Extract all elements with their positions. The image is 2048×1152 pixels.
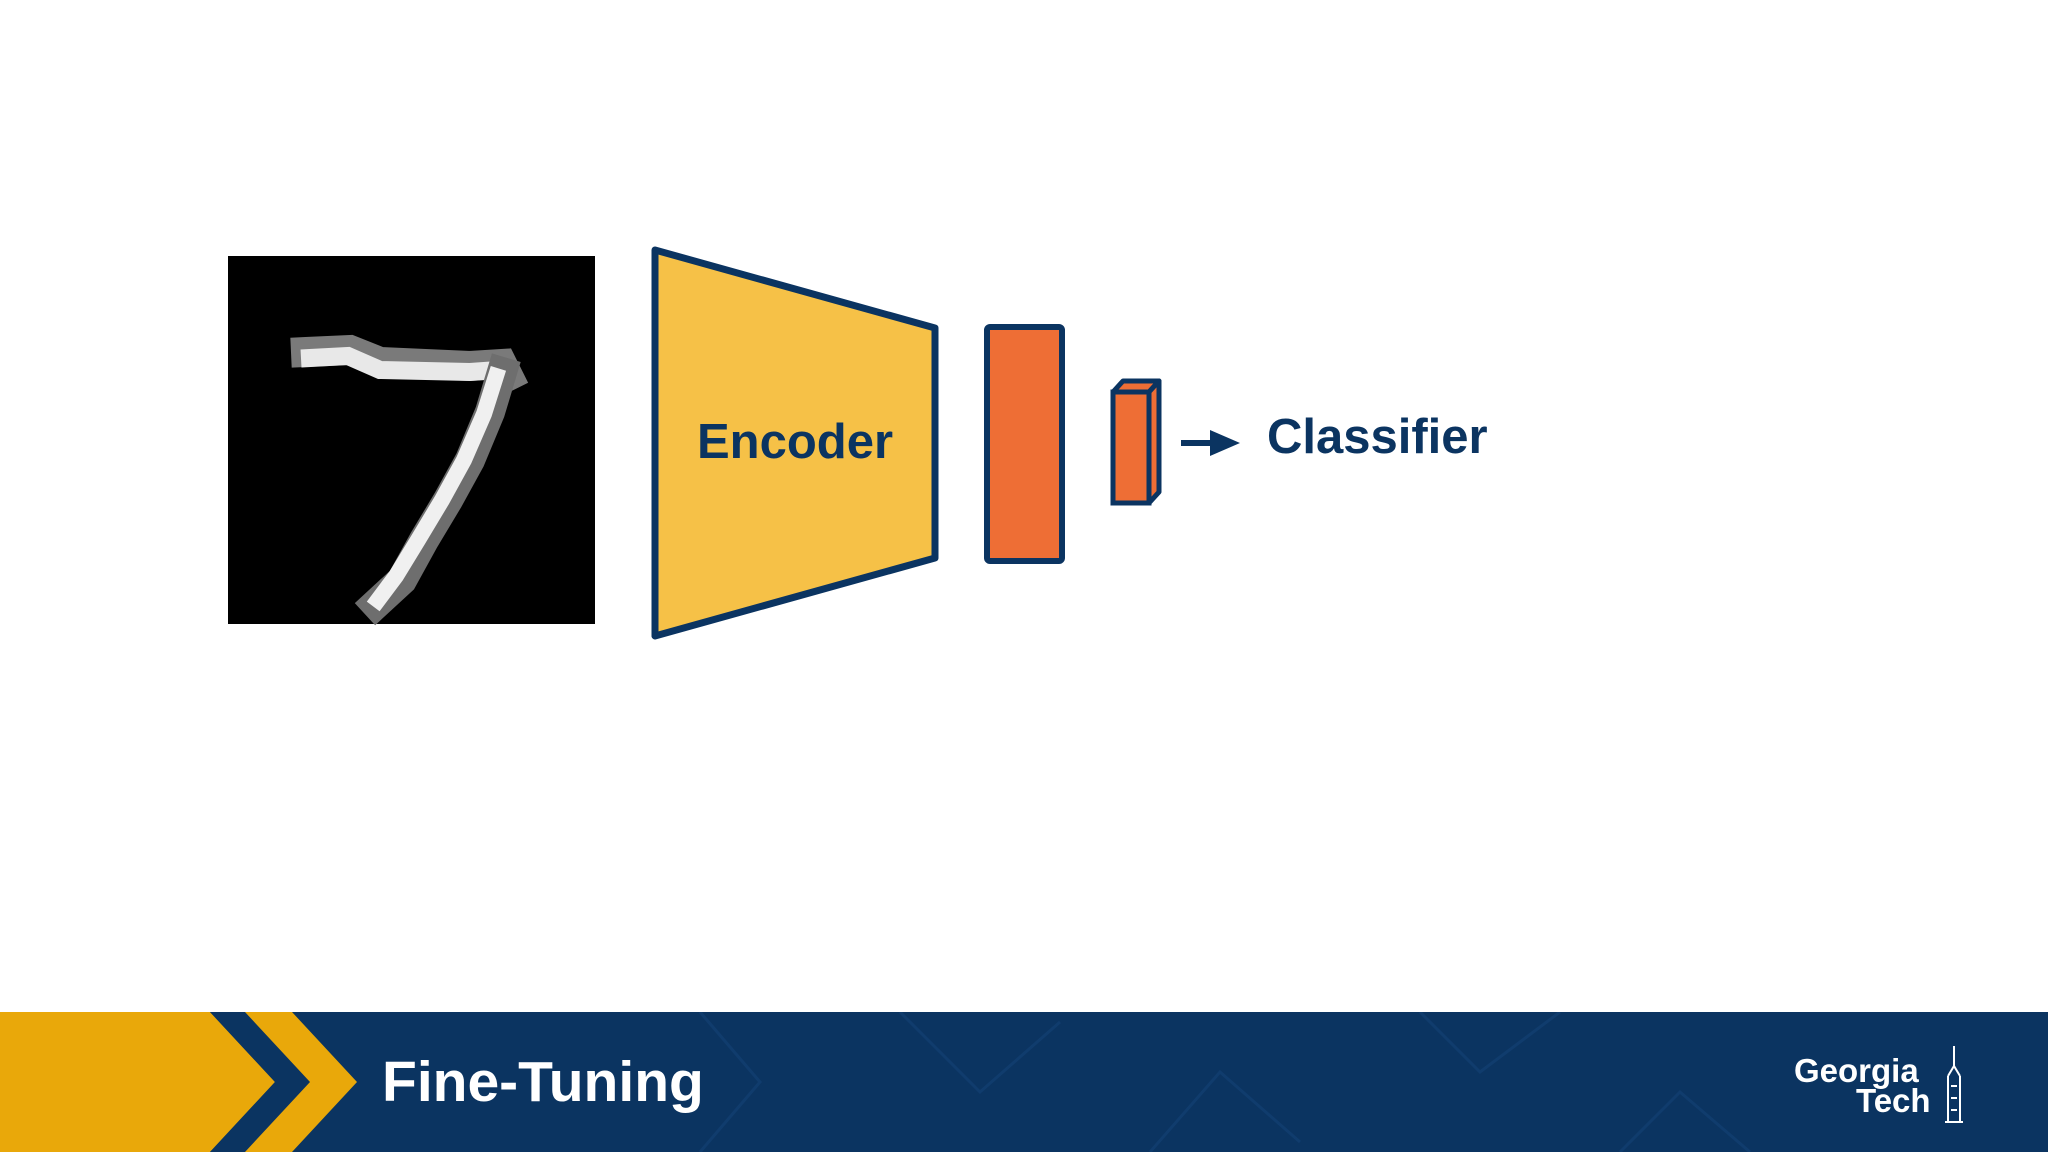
footer-chevron-decoration bbox=[0, 1012, 1751, 1152]
classifier-output-block bbox=[1110, 378, 1162, 506]
diagram: Encoder Classifier bbox=[228, 246, 1488, 640]
logo-line-tech: Tech bbox=[1856, 1082, 1931, 1119]
latent-feature-vector bbox=[984, 324, 1065, 564]
georgia-tech-logo: Georgia Tech bbox=[1790, 1040, 1970, 1130]
classifier-label: Classifier bbox=[1267, 410, 1488, 464]
encoder-block: Encoder bbox=[651, 246, 939, 640]
encoder-label: Encoder bbox=[697, 415, 893, 469]
arrow-right-icon bbox=[1181, 430, 1240, 456]
input-digit-image bbox=[228, 256, 595, 626]
slide-title: Fine-Tuning bbox=[382, 1050, 704, 1114]
tower-icon bbox=[1945, 1046, 1963, 1123]
logo-line-georgia: Georgia bbox=[1794, 1052, 1919, 1089]
footer-bar: Fine-Tuning Georgia Tech bbox=[0, 1012, 2048, 1152]
